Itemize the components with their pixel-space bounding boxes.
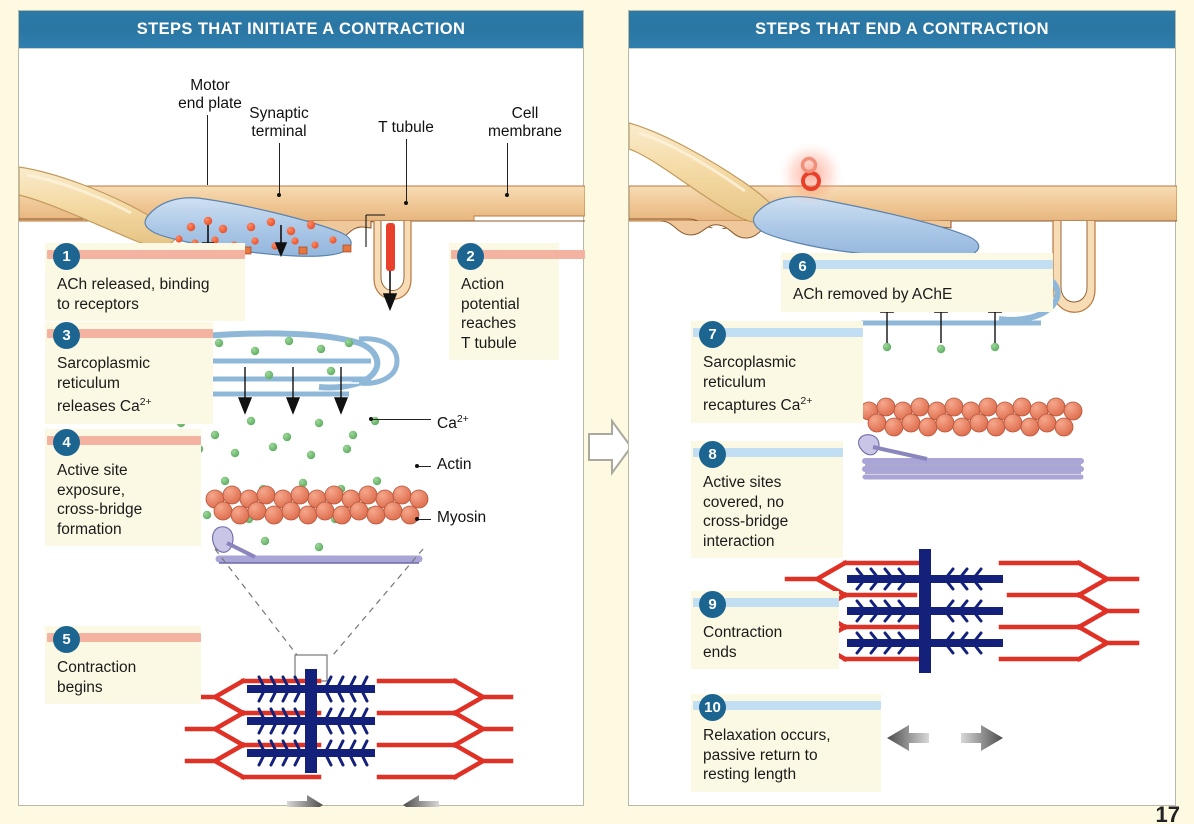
leader-calcium-ion [371,419,431,420]
step-5-bar [47,633,201,642]
step-7[interactable]: 7 Sarcoplasmic reticulum recaptures Ca2+ [691,321,863,423]
step-4-bar [47,436,201,445]
step-6-number: 6 [789,253,816,280]
step-4[interactable]: 4 Active site exposure, cross-bridge for… [45,429,201,546]
leader-synaptic-terminal [279,143,280,195]
step-4-text: Active site exposure, cross-bridge forma… [57,462,143,538]
step-10-number: 10 [699,694,726,721]
step-9-text: Contraction ends [703,624,783,661]
step-3-number: 3 [53,322,80,349]
leader-cell-membrane [507,143,508,195]
step-8-bar [693,448,843,457]
sarcomere-contracted [184,669,514,781]
step-10-bar [693,701,881,710]
contraction-arrows-inward [287,795,439,807]
panel-end-contraction: STEPS THAT END A CONTRACTION [628,10,1177,806]
step-8[interactable]: 8 Active sites covered, no cross-bridge … [691,441,843,558]
step-7-text: Sarcoplasmic reticulum recaptures Ca2+ [703,354,813,415]
actin-filament-covered [859,397,1083,437]
page-number: 17 [1155,802,1180,824]
step-6[interactable]: 6 ACh removed by AChE [781,253,1053,312]
step-6-text: ACh removed by AChE [793,286,953,303]
step-3-text: Sarcoplasmic reticulum releases Ca2+ [57,355,152,416]
dot-calcium-ion [369,417,373,421]
label-actin: Actin [437,456,472,473]
label-motor-end-plate: Motor end plate [178,77,242,112]
right-panel-illustration [629,122,1177,751]
leader-myosin [417,519,431,520]
step-1-text: ACh released, binding to receptors [57,276,210,313]
step-10-text: Relaxation occurs, passive return to res… [703,727,831,783]
actin-filament [205,485,429,525]
label-t-tubule: T tubule [378,119,434,136]
step-3[interactable]: 3 Sarcoplasmic reticulum releases Ca2+ [45,322,213,424]
label-cell-membrane: Cell membrane [487,105,563,140]
left-panel-illustration [19,166,585,807]
step-8-text: Active sites covered, no cross-bridge in… [703,474,789,550]
step-3-bar [47,329,213,338]
step-10[interactable]: 10 Relaxation occurs, passive return to … [691,694,881,792]
step-2-bar [451,250,585,259]
flow-arrow-between-panels [588,418,632,476]
step-9-number: 9 [699,591,726,618]
panel-initiate-contraction: STEPS THAT INITIATE A CONTRACTION [18,10,585,807]
panel-end-body: 6 ACh removed by AChE 7 Sarcoplasmic ret… [629,49,1177,805]
step-1-number: 1 [53,243,80,270]
step-8-number: 8 [699,441,726,468]
step-9[interactable]: 9 Contraction ends [691,591,839,669]
step-5-text: Contraction begins [57,659,137,696]
step-5-number: 5 [53,626,80,653]
panel-initiate-body: Motor end plate Synaptic terminal T tubu… [19,49,585,807]
label-synaptic-terminal: Synaptic terminal [249,105,309,140]
dot-t-tubule [404,201,408,205]
leader-t-tubule [406,139,407,203]
step-2[interactable]: 2 Action potential reaches T tubule [449,243,585,360]
myosin-filament-detached [858,434,1084,480]
dot-actin [415,464,419,468]
step-4-number: 4 [53,429,80,456]
leader-motor-end-plate [207,115,208,185]
dot-synaptic-terminal [277,193,281,197]
step-7-number: 7 [699,321,726,348]
step-5[interactable]: 5 Contraction begins [45,626,201,704]
step-2-number: 2 [457,243,484,270]
step-7-bar [693,328,863,337]
step-1-bar [47,250,245,259]
step-1[interactable]: 1 ACh released, binding to receptors [45,243,245,321]
step-2-text: Action potential reaches T tubule [461,276,520,352]
step-9-bar [693,598,839,607]
myosin-filament [212,526,423,564]
panel-end-title: STEPS THAT END A CONTRACTION [629,11,1175,49]
panel-initiate-title: STEPS THAT INITIATE A CONTRACTION [19,11,583,49]
leader-actin [417,466,431,467]
sarcomere-relaxed [784,549,1140,673]
label-myosin: Myosin [437,509,487,526]
dot-cell-membrane [505,193,509,197]
step-6-bar [783,260,1053,269]
relaxation-arrows-outward [887,725,1003,751]
label-calcium-ion: Ca2+ [437,413,469,433]
dot-myosin [415,517,419,521]
